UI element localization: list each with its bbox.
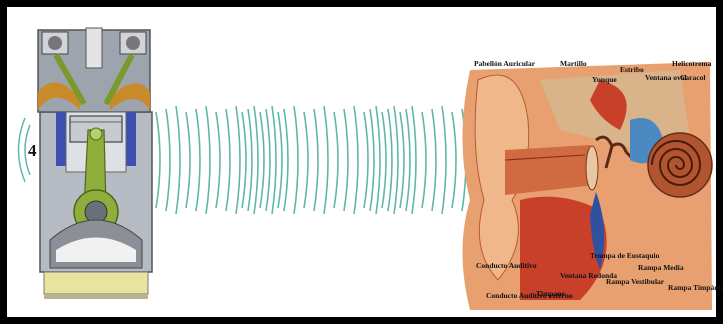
sound-wave-arc xyxy=(206,106,210,214)
sound-wave-arc xyxy=(388,109,392,211)
label-conducto-auditivo: Conducto Auditivo xyxy=(476,261,537,270)
oil-pan-base xyxy=(44,294,148,299)
label-estribo: Estribo xyxy=(620,65,644,74)
sound-wave-arc xyxy=(376,106,380,214)
sound-wave-arc xyxy=(266,109,270,211)
sound-wave-arc xyxy=(452,112,456,208)
sound-wave-arc xyxy=(236,106,240,214)
sound-wave-arc xyxy=(314,109,318,211)
eardrum xyxy=(586,146,598,190)
sound-wave-arc xyxy=(334,112,338,208)
label-martillo: Martillo xyxy=(560,59,587,68)
sound-wave-arc xyxy=(400,112,404,208)
sound-wave-arc xyxy=(422,112,426,208)
left-cam-lobe xyxy=(48,36,62,50)
sound-wave-arc xyxy=(248,109,252,211)
sound-wave-arc xyxy=(412,106,416,214)
sound-wave-arc xyxy=(442,106,446,214)
sound-wave-arc xyxy=(406,109,410,211)
label-trompa: Trompa de Eustaquio xyxy=(590,251,660,260)
sound-wave-arc xyxy=(382,112,386,208)
sound-wave-arc xyxy=(260,112,264,208)
sound-wave-arc xyxy=(324,106,328,214)
right-coolant-jacket xyxy=(126,112,136,166)
sound-wave-arc xyxy=(364,112,368,208)
right-cam-lobe xyxy=(126,36,140,50)
label-rampa-vestibular: Rampa Vestibular xyxy=(606,277,665,286)
label-rampa-timpanica: Rampa Timpánica xyxy=(668,283,723,292)
sound-wave-arc xyxy=(344,109,348,211)
left-wave-2 xyxy=(19,118,26,182)
sound-wave-arc xyxy=(394,106,398,214)
sound-wave-arc xyxy=(294,106,298,214)
sound-wave-arc xyxy=(272,106,276,214)
sound-wave-arc xyxy=(156,112,160,208)
wrist-pin xyxy=(90,128,102,140)
left-coolant-jacket xyxy=(56,112,66,166)
sound-wave-arc xyxy=(284,109,288,211)
label-yunque: Yunque xyxy=(592,75,617,84)
sound-wave-arc xyxy=(196,109,200,211)
sound-wave-arc xyxy=(370,109,374,211)
cochlea xyxy=(648,133,712,197)
sound-wave-arc xyxy=(226,109,230,211)
sound-wave-arc xyxy=(242,112,246,208)
label-timpano: Timpano xyxy=(536,289,565,298)
engine-illustration: 4 xyxy=(19,28,153,299)
cylinder-number: 4 xyxy=(28,141,37,160)
spark-plug xyxy=(86,28,102,68)
sound-waves xyxy=(156,106,476,214)
sound-wave-arc xyxy=(304,112,308,208)
sound-wave-arc xyxy=(176,106,180,214)
sound-wave-arc xyxy=(254,106,258,214)
oil-pan xyxy=(44,272,148,294)
sound-wave-arc xyxy=(278,112,282,208)
label-rampa-media: Rampa Media xyxy=(638,263,684,272)
label-caracol: Caracol xyxy=(680,73,705,82)
sound-wave-arc xyxy=(432,109,436,211)
sound-wave-arc xyxy=(354,106,358,214)
label-helicotrema: Helicotrema xyxy=(672,59,712,68)
sound-wave-arc xyxy=(216,112,220,208)
label-pabellon: Pabellón Auricular xyxy=(474,59,536,68)
sound-wave-arc xyxy=(166,109,170,211)
sound-wave-arc xyxy=(186,112,190,208)
